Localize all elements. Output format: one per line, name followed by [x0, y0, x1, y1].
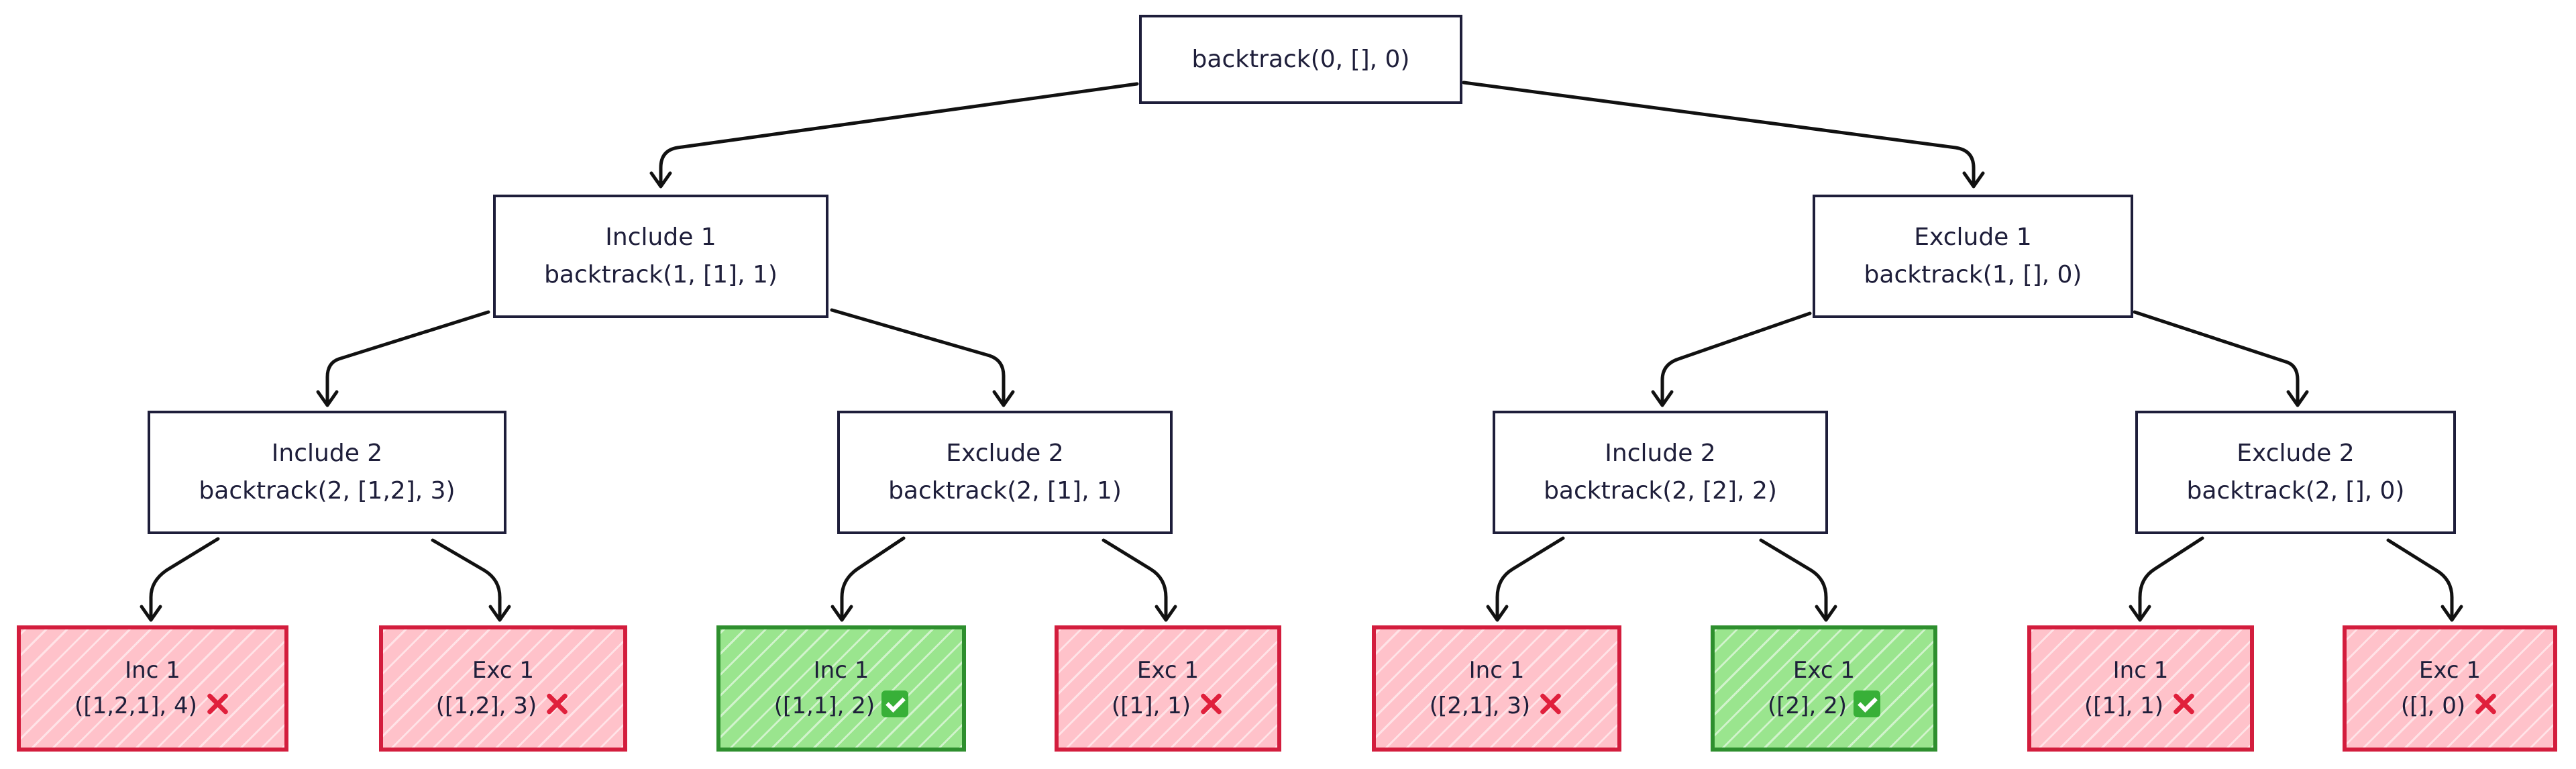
arrowhead-leaf-2 [488, 605, 511, 622]
cross-mark-icon [1197, 690, 1224, 717]
node-label: Exclude 1 [1914, 223, 2032, 252]
edge-to-leaf-1 [149, 537, 220, 618]
leaf-state: ([1,2,1], 4) [74, 693, 197, 719]
leaf-state: ([1], 1) [1112, 693, 1191, 719]
edge-to-leaf-7 [2138, 536, 2204, 618]
arrowhead-leaf-3 [830, 605, 853, 622]
node-call: backtrack(1, [], 0) [1864, 261, 2082, 289]
node-call: backtrack(2, [], 0) [2186, 477, 2405, 505]
edge-to-leaf-2 [431, 538, 502, 618]
node-label: Include 2 [1605, 440, 1716, 468]
leaf-label: Exc 1 [1136, 657, 1199, 684]
leaf-node-5: Inc 1 ([2,1], 3) [1372, 625, 1621, 752]
leaf-node-4: Exc 1 ([1], 1) [1055, 625, 1281, 752]
leaf-state: ([], 0) [2400, 693, 2466, 719]
arrowhead-exclude-2-left [992, 390, 1015, 407]
node-label: Include 2 [271, 440, 383, 468]
leaf-node-6: Exc 1 ([2], 2) [1711, 625, 1937, 752]
edge-to-leaf-5 [1495, 536, 1565, 618]
leaf-state: ([1], 1) [2084, 693, 2163, 719]
cross-mark-icon [204, 690, 231, 717]
edge-root-to-include-1 [659, 82, 1139, 185]
leaf-label: Inc 1 [125, 657, 180, 684]
include-2-node-a: Include 2 backtrack(2, [1,2], 3) [148, 411, 506, 534]
root-call: backtrack(0, [], 0) [1191, 45, 1410, 73]
leaf-label: Inc 1 [2112, 657, 2169, 684]
arrowhead-leaf-8 [2440, 605, 2463, 622]
edge-to-leaf-4 [1102, 538, 1168, 618]
node-label: Exclude 2 [946, 440, 1064, 468]
edge-root-to-exclude-1 [1462, 81, 1976, 185]
leaf-label: Inc 1 [813, 657, 869, 684]
edge-to-leaf-8 [2386, 538, 2454, 618]
edge-exclude-1-to-include-2 [1660, 311, 1812, 403]
edge-to-leaf-6 [1759, 538, 1828, 618]
leaf-label: Inc 1 [1468, 657, 1525, 684]
arrowhead-leaf-1 [140, 605, 162, 622]
arrowhead-leaf-7 [2129, 605, 2151, 622]
include-1-node: Include 1 backtrack(1, [1], 1) [493, 195, 828, 318]
arrowhead-include-1 [649, 171, 672, 189]
leaf-node-2: Exc 1 ([1,2], 3) [379, 625, 627, 752]
arrowhead-leaf-4 [1155, 605, 1177, 622]
leaf-label: Exc 1 [1792, 657, 1856, 684]
leaf-state: ([1,1], 2) [773, 693, 875, 719]
exclude-2-node-a: Exclude 2 backtrack(2, [1], 1) [837, 411, 1173, 534]
cross-mark-icon [543, 690, 570, 717]
node-call: backtrack(1, [1], 1) [544, 261, 777, 289]
leaf-state: ([2,1], 3) [1429, 693, 1531, 719]
leaf-node-8: Exc 1 ([], 0) [2343, 625, 2557, 752]
root-node: backtrack(0, [], 0) [1139, 15, 1462, 104]
leaf-state: ([2], 2) [1768, 693, 1847, 719]
arrowhead-leaf-6 [1815, 605, 1837, 622]
arrowhead-leaf-5 [1486, 605, 1509, 622]
check-mark-icon [881, 690, 909, 717]
leaf-label: Exc 1 [472, 657, 535, 684]
leaf-node-1: Inc 1 ([1,2,1], 4) [17, 625, 288, 752]
arrowhead-exclude-1 [1962, 171, 1985, 189]
arrowhead-include-2-left [316, 390, 339, 407]
node-call: backtrack(2, [2], 2) [1544, 477, 1777, 505]
node-label: Include 1 [605, 223, 716, 252]
node-call: backtrack(2, [1,2], 3) [199, 477, 455, 505]
edge-include-1-to-exclude-2 [830, 308, 1006, 403]
cross-mark-icon [1537, 690, 1564, 717]
leaf-node-3: Inc 1 ([1,1], 2) [716, 625, 966, 752]
edge-exclude-1-to-exclude-2 [2133, 310, 2300, 403]
include-2-node-b: Include 2 backtrack(2, [2], 2) [1493, 411, 1828, 534]
cross-mark-icon [2170, 690, 2197, 717]
leaf-label: Exc 1 [2418, 657, 2481, 684]
node-call: backtrack(2, [1], 1) [888, 477, 1122, 505]
edge-include-1-to-include-2 [325, 310, 490, 403]
node-label: Exclude 2 [2237, 440, 2355, 468]
leaf-state: ([1,2], 3) [435, 693, 537, 719]
leaf-node-7: Inc 1 ([1], 1) [2027, 625, 2254, 752]
cross-mark-icon [2472, 690, 2499, 717]
exclude-2-node-b: Exclude 2 backtrack(2, [], 0) [2135, 411, 2456, 534]
exclude-1-node: Exclude 1 backtrack(1, [], 0) [1813, 195, 2133, 318]
edge-to-leaf-3 [840, 536, 906, 618]
arrowhead-include-2-right [1651, 390, 1674, 407]
check-mark-icon [1853, 690, 1880, 717]
arrowhead-exclude-2-right [2286, 390, 2309, 407]
